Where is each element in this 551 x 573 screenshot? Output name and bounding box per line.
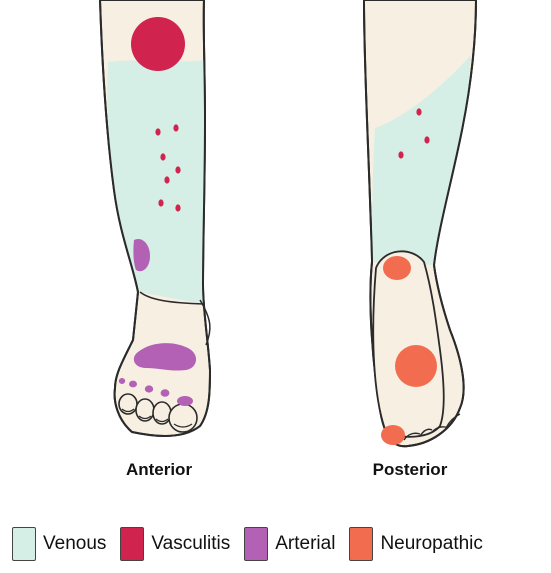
legend-label-vasculitis: Vasculitis bbox=[151, 533, 230, 555]
legend-label-arterial: Arterial bbox=[275, 533, 335, 555]
posterior-neuropathic-toe-lesion bbox=[381, 425, 405, 445]
posterior-leg: Posterior bbox=[364, 0, 476, 479]
anterior-vasculitis-lesion bbox=[131, 17, 185, 71]
legend-swatch-neuropathic bbox=[349, 527, 373, 561]
anterior-leg: Anterior bbox=[100, 0, 210, 479]
posterior-neuropathic-heel-lesion bbox=[383, 256, 411, 280]
legend-item-neuropathic: Neuropathic bbox=[349, 527, 482, 561]
legend-swatch-vasculitis bbox=[120, 527, 144, 561]
posterior-neuropathic-ball-lesion bbox=[395, 345, 437, 387]
legend-label-venous: Venous bbox=[43, 533, 106, 555]
legend-swatch-arterial bbox=[244, 527, 268, 561]
legend: Venous Vasculitis Arterial Neuropathic bbox=[12, 527, 497, 561]
legend-item-arterial: Arterial bbox=[244, 527, 335, 561]
legend-item-vasculitis: Vasculitis bbox=[120, 527, 230, 561]
legend-item-venous: Venous bbox=[12, 527, 106, 561]
legend-swatch-venous bbox=[12, 527, 36, 561]
legend-label-neuropathic: Neuropathic bbox=[380, 533, 482, 555]
posterior-label: Posterior bbox=[373, 460, 448, 479]
anterior-venous-zone bbox=[107, 60, 205, 304]
anterior-label: Anterior bbox=[126, 460, 193, 479]
